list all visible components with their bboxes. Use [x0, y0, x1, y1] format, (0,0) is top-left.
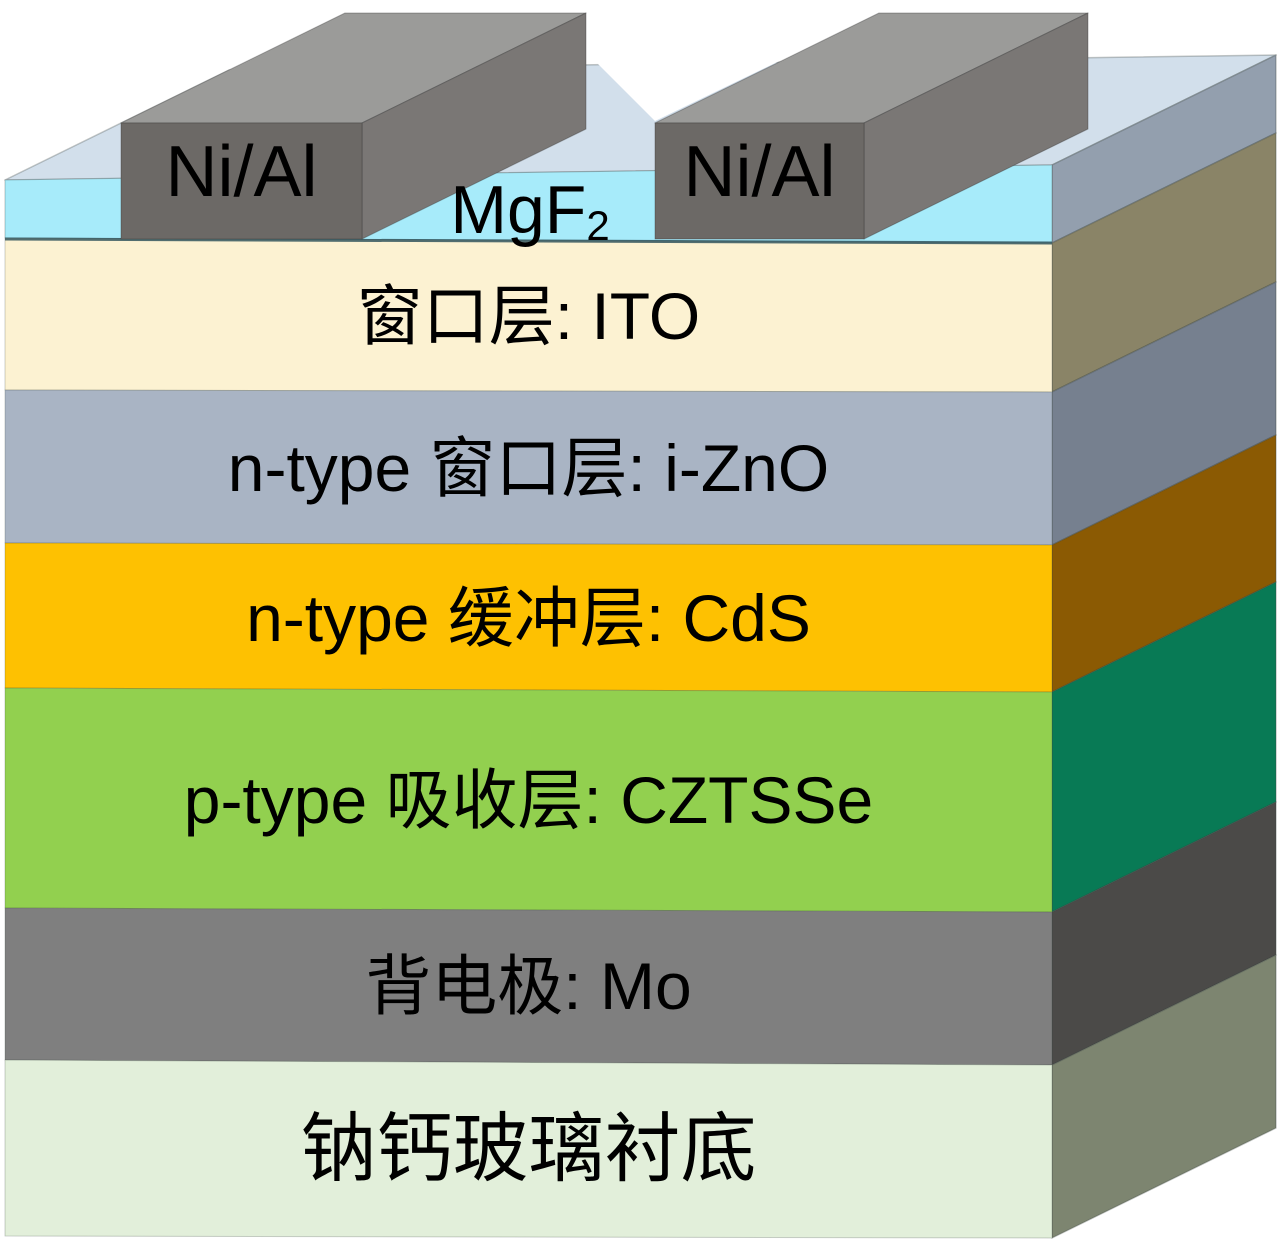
layer-front-absorber-cztsse — [4, 687, 1053, 913]
layer-front-window-ito — [4, 237, 1053, 393]
layer-front-window-izno — [4, 389, 1053, 546]
layer-front-buffer-cds — [4, 542, 1053, 693]
contact-right-front-face — [654, 122, 865, 240]
layer-front-back-contact-mo — [4, 907, 1053, 1066]
contact-left-front-face — [120, 122, 363, 240]
background-wedge — [586, 13, 879, 121]
layer-front-substrate-glass — [4, 1059, 1053, 1239]
coating-ito-divider — [4, 237, 1053, 245]
